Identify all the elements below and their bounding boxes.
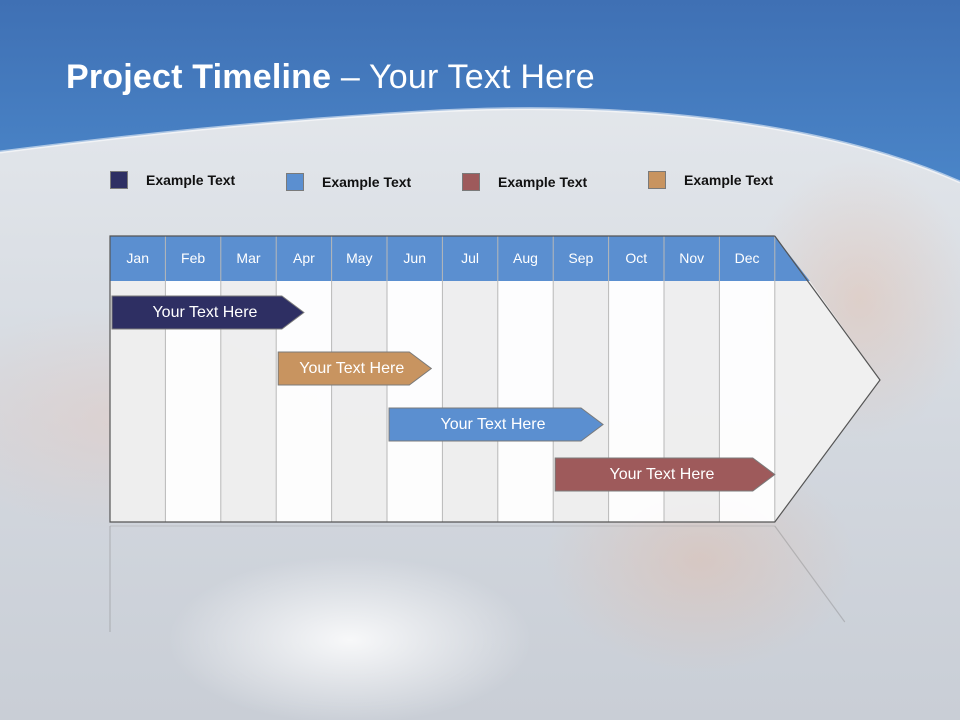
month-label: Feb <box>181 250 206 266</box>
month-column <box>497 281 554 522</box>
month-label: May <box>346 250 373 266</box>
page-title: Project Timeline – Your Text Here <box>66 58 595 97</box>
month-header-band <box>110 236 810 281</box>
legend-swatch <box>110 171 128 189</box>
task-bar <box>277 351 433 386</box>
title-rest: – Your Text Here <box>331 58 595 96</box>
legend-item: Example Text <box>286 172 411 192</box>
month-label: Oct <box>625 250 648 266</box>
month-label: Aug <box>513 250 538 266</box>
month-label: Jan <box>126 250 149 266</box>
legend-swatch <box>286 173 304 191</box>
month-label: Apr <box>292 250 315 266</box>
month-label: Sep <box>568 250 594 266</box>
month-label: Jul <box>461 250 480 266</box>
legend-label: Example Text <box>498 174 588 190</box>
legend-item: Example Text <box>648 170 773 190</box>
reflection-line <box>774 525 846 623</box>
month-column <box>331 281 387 522</box>
timeline-outline <box>109 235 881 523</box>
month-label: Jun <box>403 250 426 266</box>
month-label: Nov <box>679 250 705 266</box>
month-label: Mar <box>236 250 261 266</box>
header-band <box>0 0 960 184</box>
task-bar-label: Your Text Here <box>152 304 258 321</box>
task-bar-label: Your Text Here <box>299 360 405 377</box>
month-column <box>442 281 498 522</box>
legend-label: Example Text <box>684 172 774 188</box>
legend-item: Example Text <box>462 172 587 192</box>
task-bar-label: Your Text Here <box>609 466 715 483</box>
month-label: Dec <box>734 250 760 266</box>
legend-item: Example Text <box>110 170 235 190</box>
legend-swatch <box>462 173 480 191</box>
task-bar <box>388 407 604 442</box>
task-bar <box>111 295 305 330</box>
arrow-head-fill <box>774 281 880 522</box>
title-bold: Project Timeline <box>66 58 332 96</box>
task-bar-label: Your Text Here <box>440 416 546 433</box>
legend-label: Example Text <box>322 174 412 190</box>
legend-label: Example Text <box>146 172 236 188</box>
task-bar <box>554 457 776 492</box>
legend-swatch <box>648 171 666 189</box>
month-column <box>387 281 443 522</box>
